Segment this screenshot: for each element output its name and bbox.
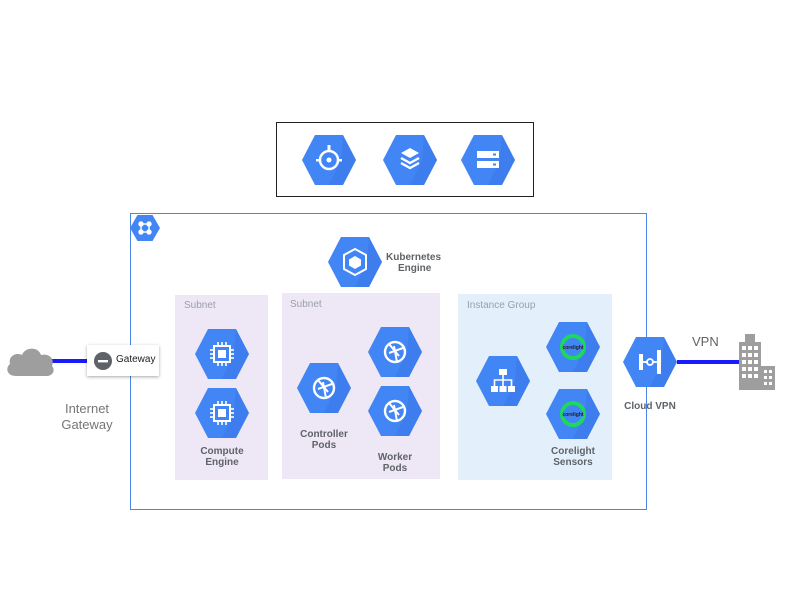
cloud-vpn-icon [623,337,677,387]
kubernetes-label-2: Engine [398,263,432,274]
kubernetes-engine-icon [328,237,382,287]
stackdriver-icon [383,135,437,185]
project-icon [130,215,160,241]
controller-pods-icon [297,363,351,413]
load-balancer-icon [476,356,530,406]
services-box [276,122,534,197]
vpn-link-label: VPN [692,334,719,349]
monitoring-icon [302,135,356,185]
svg-text:corelight: corelight [562,412,583,418]
internet-cloud-icon [7,348,54,376]
compute-engine-icon-2 [195,388,249,438]
corelight-caption-2: Sensors [553,457,593,468]
svg-text:corelight: corelight [562,345,583,351]
gateway-icon [94,352,112,370]
kubernetes-label-1: Kubernetes [386,252,442,263]
subnet-left-title: Subnet [184,300,216,311]
storage-icon [461,135,515,185]
subnet-left-box [175,295,268,480]
internet-gateway-caption-2: Gateway [61,417,113,432]
instance-group-title: Instance Group [467,300,536,311]
corelight-sensor-icon-1: corelight [546,322,600,372]
worker-pods-icon-1 [368,327,422,377]
on-premise-building-icon [739,334,775,390]
compute-engine-icon-1 [195,329,249,379]
gateway-label: Gateway [116,354,156,365]
compute-engine-caption-2: Engine [205,457,239,468]
worker-pods-icon-2 [368,386,422,436]
controller-pods-caption-2: Pods [311,440,337,451]
worker-pods-caption-2: Pods [382,463,408,474]
worker-pods-caption-1: Worker [377,452,413,463]
subnet-mid-title: Subnet [290,299,322,310]
corelight-caption-1: Corelight [551,446,595,457]
internet-gateway-caption-1: Internet [64,401,110,416]
compute-engine-caption-1: Compute [200,446,244,457]
corelight-sensor-icon-2: corelight [546,389,600,439]
controller-pods-caption-1: Controller [300,429,348,440]
cloud-vpn-caption: Cloud VPN [624,401,676,412]
